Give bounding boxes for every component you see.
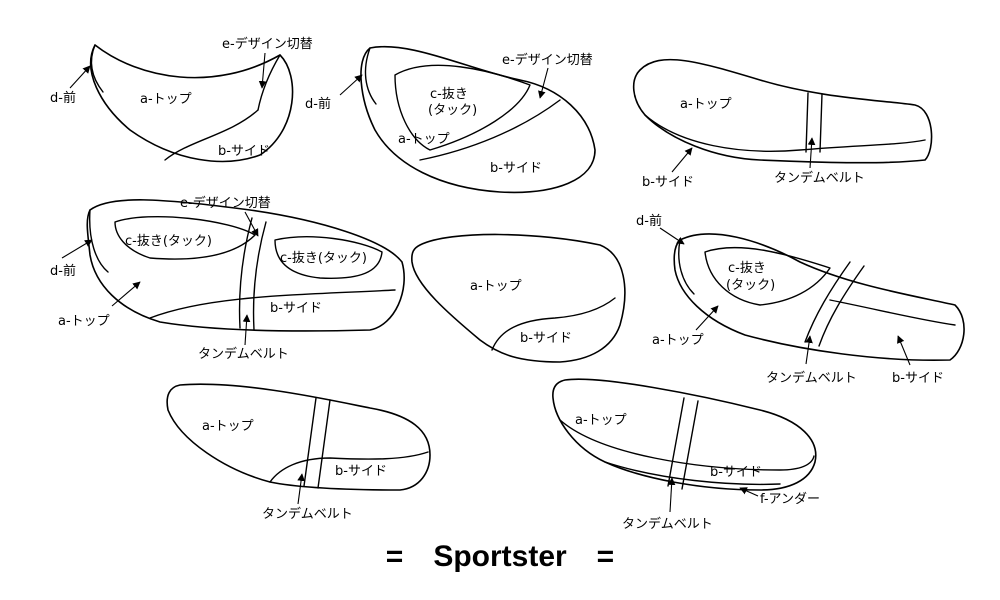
seat-8-belt-left [667, 397, 685, 487]
seat-2-tuck-label-2: (タック) [428, 103, 477, 118]
seat-1-design-arrow [258, 52, 267, 89]
seat-2-side-label: b-サイド [490, 161, 542, 176]
seat-5-outline [411, 233, 626, 363]
seat-2-top-label: a-トップ [398, 132, 450, 147]
seat-4: c-抜き(タック) c-抜き(タック) b-サイド d-前 a-トップ e-デザ… [50, 195, 405, 362]
seat-8-belt-label: タンデムベルト [622, 516, 713, 532]
seat-6-front-seam [678, 239, 695, 295]
seat-4-outline [86, 199, 405, 332]
seat-2-outline [360, 45, 596, 194]
seat-6-tuck-label-1: c-抜き [728, 260, 766, 276]
seat-3-belt-label: タンデムベルト [774, 170, 865, 186]
seat-3: a-トップ b-サイド タンデムベルト [632, 58, 933, 190]
seat-4-top-arrow [111, 281, 141, 307]
seat-7-side-seam [269, 451, 429, 483]
seat-6-front-arrow [659, 227, 685, 245]
seat-5-side-label: b-サイド [520, 331, 572, 346]
seat-1-outline [90, 44, 294, 163]
seat-2: c-抜き (タック) a-トップ b-サイド d-前 e-デザイン切替 [305, 45, 596, 194]
seat-3-side-seam [644, 114, 926, 152]
seat-2-design-arrow [538, 67, 549, 99]
seat-6-tuck-panel [704, 246, 831, 306]
seat-8-rim-inner [559, 419, 815, 471]
seat-5: a-トップ b-サイド [411, 233, 626, 363]
seat-7-side-label: b-サイド [335, 464, 387, 479]
seat-1-side-label: b-サイド [218, 144, 270, 159]
seat-8-under-label: f-アンダー [760, 492, 820, 507]
seat-7-outline [166, 383, 431, 491]
seat-1-top-label: a-トップ [140, 92, 192, 107]
seat-2-design-label: e-デザイン切替 [502, 52, 593, 68]
seat-5-top-label: a-トップ [470, 279, 522, 294]
seat-8-under-arrow [739, 487, 759, 497]
seat-4-belt-left [238, 217, 253, 329]
seat-4-tuck-front-label: c-抜き(タック) [125, 233, 212, 249]
seat-2-side-seam [419, 99, 561, 161]
seat-4-side-label: b-サイド [270, 301, 322, 316]
seat-3-belt-right [819, 93, 823, 153]
seat-6-outline [673, 233, 965, 362]
seat-8-belt-right [681, 400, 699, 490]
seat-6-side-label: b-サイド [892, 371, 944, 386]
seat-2-front-seam [364, 47, 377, 105]
seat-7-belt-label: タンデムベルト [262, 506, 353, 522]
seat-4-tuck-rear-label: c-抜き(タック) [280, 250, 367, 266]
seat-4-belt-arrow [242, 314, 251, 346]
seat-8-belt-arrow [667, 477, 676, 513]
seat-8-top-label: a-トップ [575, 413, 627, 428]
seat-4-tuck-front [114, 215, 256, 260]
seat-6-front-label: d-前 [636, 213, 662, 229]
seat-4-belt-right [252, 221, 267, 331]
seat-2-tuck-panel [394, 64, 531, 151]
seat-1: a-トップ b-サイド d-前 e-デザイン切替 [50, 36, 313, 163]
seat-8-under-seam [604, 461, 781, 486]
seat-4-top-label: a-トップ [58, 314, 110, 329]
seat-6-belt-right [818, 265, 865, 347]
seat-3-outline [632, 58, 933, 164]
seat-6-side-seam [829, 299, 956, 326]
seat-1-front-arrow [69, 65, 91, 89]
seat-2-front-label: d-前 [305, 96, 331, 112]
seat-6: c-抜き (タック) d-前 a-トップ タンデムベルト b-サイド [636, 213, 965, 386]
seat-7-top-label: a-トップ [202, 419, 254, 434]
seat-3-belt-arrow [807, 137, 816, 169]
seat-7-belt-right [317, 399, 331, 489]
seat-4-tuck-rear [274, 236, 383, 279]
seat-1-design-label: e-デザイン切替 [222, 36, 313, 52]
seat-5-side-seam [491, 297, 616, 351]
seat-2-front-arrow [339, 74, 363, 96]
seat-6-tuck-label-2: (タック) [726, 278, 775, 293]
seat-3-side-label: b-サイド [642, 175, 694, 190]
seat-4-side-seam [149, 289, 396, 319]
seat-1-side-seam [164, 109, 259, 161]
seat-3-belt-left [805, 92, 809, 153]
seat-6-top-label: a-トップ [652, 333, 704, 348]
seat-2-tuck-label-1: c-抜き [430, 86, 468, 102]
page-title: = Sportster = [386, 540, 614, 573]
seat-4-belt-label: タンデムベルト [198, 346, 289, 362]
seat-1-front-seam [90, 44, 104, 93]
seat-7-belt-arrow [297, 473, 305, 505]
seat-6-belt-left [804, 261, 851, 343]
seat-8: a-トップ b-サイド f-アンダー タンデムベルト [552, 378, 820, 532]
seat-1-front-label: d-前 [50, 90, 76, 106]
seat-3-side-arrow [671, 147, 693, 173]
seat-6-top-arrow [695, 305, 719, 331]
seat-4-design-arrow [244, 211, 259, 237]
seat-3-top-label: a-トップ [680, 97, 732, 112]
seat-7: a-トップ b-サイド タンデムベルト [166, 383, 431, 522]
seat-4-front-arrow [61, 239, 93, 259]
seat-8-side-label: b-サイド [710, 465, 762, 480]
seat-6-side-arrow [897, 335, 911, 366]
seat-8-outline [552, 378, 817, 491]
seat-6-belt-arrow [805, 335, 813, 365]
seat-6-belt-label: タンデムベルト [766, 370, 857, 386]
seat-4-front-seam [88, 209, 109, 273]
seat-4-design-label: e-デザイン切替 [180, 195, 271, 211]
seat-4-front-label: d-前 [50, 263, 76, 279]
seat-7-belt-left [303, 397, 317, 487]
